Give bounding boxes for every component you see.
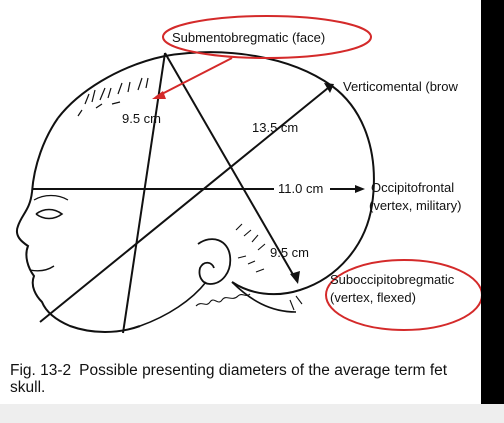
ear-sketch: [197, 238, 232, 285]
submentobregmatic-highlight: [162, 15, 372, 59]
caption-text-line2: skull.: [10, 379, 46, 396]
verticomental-arrowhead: [324, 83, 334, 93]
verticomental-line: [39, 87, 329, 323]
occipitofrontal-measurement-bg: [274, 180, 330, 196]
jaw-sketch: [139, 281, 207, 327]
suboccipitobregmatic-label: Suboccipitobregmatic: [330, 272, 455, 287]
artist-signature: [195, 293, 251, 307]
suboccipitobregmatic-arrowhead: [290, 271, 300, 284]
eyebrow-sketch: [33, 194, 69, 201]
suboccipitobregmatic-line: [164, 52, 296, 279]
verticomental-measurement: 13.5 cm: [252, 120, 298, 135]
occipitofrontal-measurement: 11.0 cm: [278, 181, 323, 196]
neck-sketch: [231, 281, 297, 313]
verticomental-label: Verticomental (brow: [343, 79, 458, 94]
occipitofrontal-sublabel: (vertex, military): [369, 198, 461, 213]
scan-edge-shadow: [481, 0, 504, 423]
red-pointer-arrowhead: [152, 91, 166, 99]
eye-sketch: [35, 208, 64, 220]
figure-number: Fig. 13-2: [10, 362, 72, 379]
red-pointer-line: [155, 57, 233, 98]
mouth-sketch: [29, 265, 55, 272]
suboccipitobregmatic-sublabel: (vertex, flexed): [330, 290, 416, 305]
hair-sketch: [77, 77, 149, 117]
submentobregmatic-line: [122, 52, 166, 334]
submentobregmatic-measurement: 9.5 cm: [122, 111, 161, 126]
occipitofrontal-arrowhead: [355, 185, 365, 193]
submentobregmatic-label: Submentobregmatic (face): [172, 30, 325, 45]
caption-text: Possible presenting diameters of the ave…: [79, 362, 448, 379]
face-profile: [16, 117, 141, 333]
scan-bottom-strip: [0, 404, 504, 423]
nape-hair-sketch: [235, 223, 303, 311]
figure-caption: Fig. 13-2 Possible presenting diameters o…: [10, 362, 480, 396]
skull-outline: [57, 51, 375, 296]
suboccipitobregmatic-measurement: 9.5 cm: [270, 245, 309, 260]
occipitofrontal-label: Occipitofrontal: [371, 180, 454, 195]
